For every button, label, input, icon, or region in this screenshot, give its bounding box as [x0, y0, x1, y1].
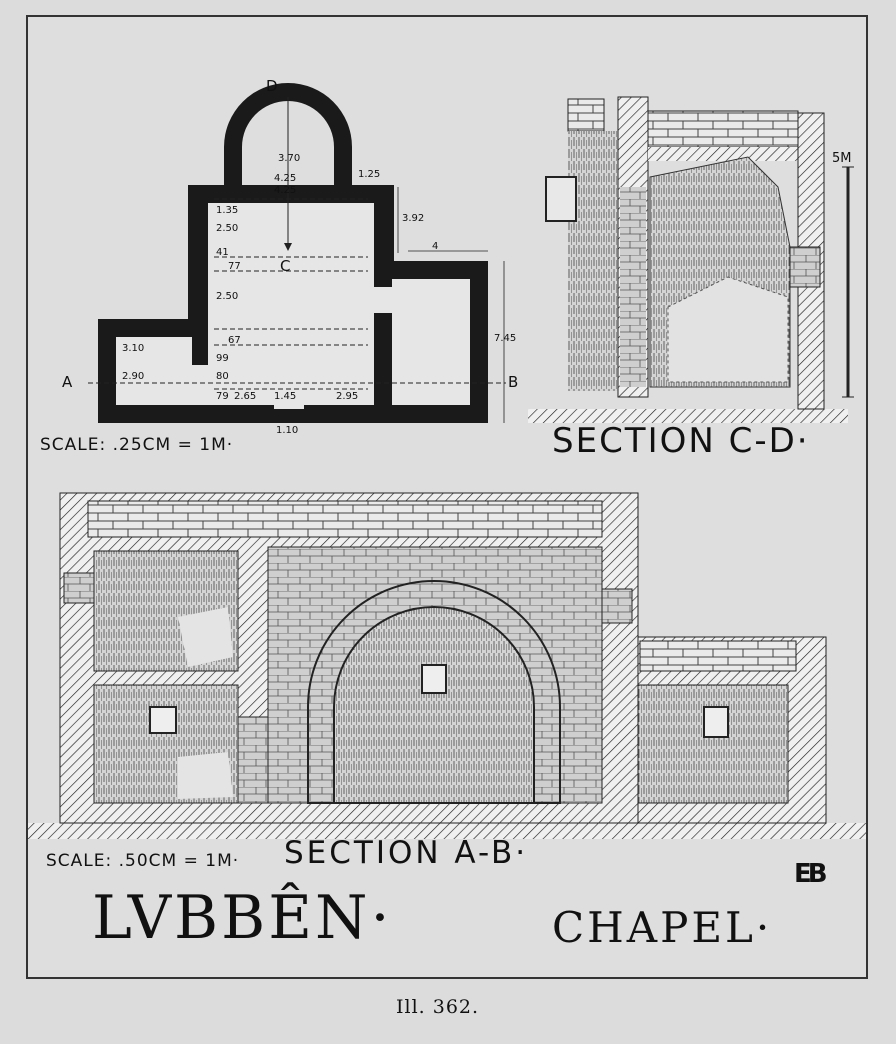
dim-label: 99	[216, 353, 229, 364]
dim-label: 2.95	[336, 391, 359, 402]
plan-label-b: B	[508, 373, 519, 391]
dim-label: 2.90	[122, 371, 145, 382]
architectural-drawing	[28, 83, 866, 839]
dim-label: 41	[216, 247, 229, 258]
dim-label: 2.65	[234, 391, 257, 402]
dim-label: 4.25	[274, 185, 297, 196]
dim-label: 1.25	[358, 169, 381, 180]
dim-label: 3.70	[278, 153, 301, 164]
floor-plan	[88, 83, 506, 423]
section-ab-title: SECTION A-B·	[284, 835, 529, 871]
dim-label: 2.50	[216, 291, 239, 302]
author-monogram: EB	[794, 859, 828, 889]
dim-label: 67	[228, 335, 241, 346]
dim-label: 3.10	[122, 343, 145, 354]
section-ab-scale: SCALE: .50CM = 1M·	[46, 851, 240, 871]
plan-label-c: C	[280, 257, 291, 275]
dim-label: 4	[432, 241, 439, 252]
section-cd-title: SECTION C-D·	[552, 421, 810, 461]
illustration-caption: Ill. 362.	[396, 996, 480, 1018]
plan-label-d: D	[266, 77, 278, 95]
plan-scale: SCALE: .25CM = 1M·	[40, 435, 234, 455]
dim-label: 1.45	[274, 391, 297, 402]
dim-label: 4.25	[274, 173, 297, 184]
dim-label: 3.92	[402, 213, 425, 224]
dim-label: 2.50	[216, 223, 239, 234]
section-cd	[528, 96, 854, 423]
section-cd-scale-label: 5M	[832, 151, 852, 166]
plan-label-a: A	[62, 373, 73, 391]
section-ab	[28, 492, 866, 839]
dim-label: 1.35	[216, 205, 239, 216]
drawing-sheet: D C A B 3.70 4.25 4.25 1.25 1.35 2.50 3.…	[26, 15, 868, 979]
drawing-title-name: LVBBÊN·	[92, 883, 393, 953]
dim-label: 80	[216, 371, 229, 382]
dim-label: 77	[228, 261, 241, 272]
dim-label: 7.45	[494, 333, 517, 344]
dim-label: 79	[216, 391, 229, 402]
dim-label: 1.10	[276, 425, 299, 436]
drawing-title-chapel: CHAPEL·	[552, 903, 773, 952]
